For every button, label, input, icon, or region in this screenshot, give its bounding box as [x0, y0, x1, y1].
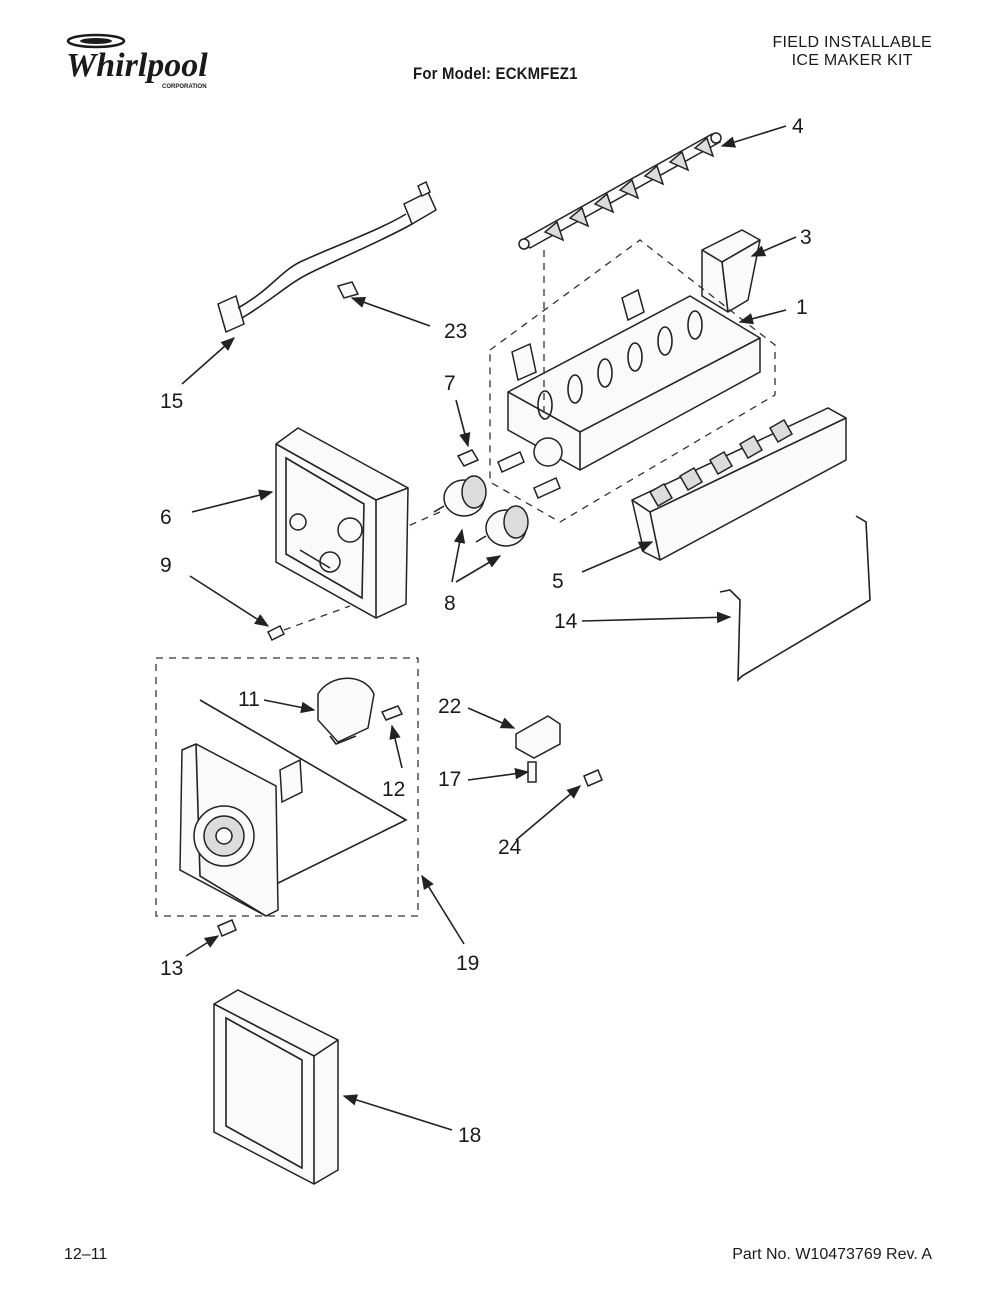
gear-plate-part [179, 743, 303, 917]
callout-11: 11 [238, 688, 260, 711]
callout-5: 5 [552, 570, 564, 593]
bracket-22-part [515, 715, 561, 759]
callout-22: 22 [438, 695, 461, 718]
screw-9-part [266, 624, 286, 642]
callout-labels: 1 3 4 5 6 7 8 9 11 12 13 14 15 17 18 19 … [160, 115, 812, 1147]
callout-8: 8 [444, 592, 456, 615]
motor-parts [433, 475, 529, 547]
control-housing-part [275, 427, 409, 619]
callout-18: 18 [458, 1124, 481, 1147]
mold-assembly-part [497, 288, 761, 500]
kit-title: FIELD INSTALLABLE ICE MAKER KIT [772, 34, 932, 70]
kit-title-line2: ICE MAKER KIT [791, 52, 913, 69]
screw-9-alignment [283, 605, 351, 631]
callout-leaders [181, 125, 797, 1131]
control-motor-part [317, 677, 375, 745]
harness-clip-part [336, 281, 360, 299]
callout-6: 6 [160, 506, 172, 529]
bearing-clip-part [456, 449, 480, 467]
kit-title-line1: FIELD INSTALLABLE [772, 34, 932, 51]
stripper-part [631, 407, 847, 561]
callout-19: 19 [456, 952, 479, 975]
wire-harness-part [217, 180, 437, 334]
callout-17: 17 [438, 768, 461, 791]
fill-cup-part [701, 229, 761, 313]
cover-part [213, 989, 339, 1185]
kit-guide-lines [199, 699, 408, 891]
screw-12-part [380, 705, 404, 721]
motor-alignment [407, 511, 441, 527]
footer-part-number: Part No. W10473769 Rev. A [732, 1246, 932, 1263]
footer-date: 12–11 [64, 1246, 108, 1263]
brand-subtitle: CORPORATION [162, 84, 207, 90]
callout-7: 7 [444, 372, 456, 395]
screw-13-part [217, 919, 237, 937]
whirlpool-logo: Whirlpool CORPORATION [62, 32, 222, 94]
callout-15: 15 [160, 390, 183, 413]
callout-4: 4 [792, 115, 804, 138]
callout-14: 14 [554, 610, 578, 633]
callout-1: 1 [796, 296, 808, 319]
brand-wordmark: Whirlpool [66, 47, 208, 84]
shutoff-arm-part [719, 515, 871, 682]
callout-12: 12 [382, 778, 405, 801]
screw-24-part [583, 769, 603, 787]
mold-kit-dashed-outline [489, 239, 776, 523]
ejector-shaft-part [518, 132, 722, 250]
callout-3: 3 [800, 226, 812, 249]
screw-17-part [527, 761, 537, 783]
control-kit-dashed-box [155, 657, 419, 917]
callout-23: 23 [444, 320, 467, 343]
callout-24: 24 [498, 836, 522, 859]
callout-13: 13 [160, 957, 183, 980]
callout-9: 9 [160, 554, 172, 577]
model-title: For Model: ECKMFEZ1 [413, 64, 578, 83]
